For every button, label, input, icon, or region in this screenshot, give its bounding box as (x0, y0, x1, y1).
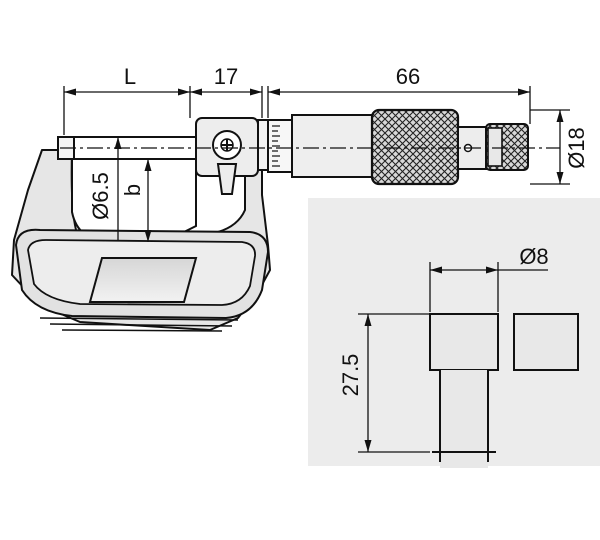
dim-label-dia18: Ø18 (564, 127, 589, 169)
tip-shaft-end (440, 462, 488, 468)
tip-block (429, 313, 499, 371)
knurled-grip (370, 108, 460, 186)
dim-label-17: 17 (214, 64, 238, 89)
throat-arrows (114, 137, 152, 242)
detail-inset: Ø8 27.5 (308, 198, 600, 468)
diameter-18-dimension (530, 109, 570, 185)
rib-2 (49, 323, 233, 327)
top-dimension-arrows (64, 88, 530, 96)
throat-dimensions (117, 137, 149, 242)
dim-label-dia6-5: Ø6.5 (88, 172, 113, 220)
thimble (291, 114, 373, 178)
lock-cross-icon (221, 139, 233, 151)
dim-label-27-5: 27.5 (338, 354, 363, 397)
ratchet-cap (487, 127, 503, 167)
rib-1 (39, 317, 239, 321)
dim-label-L: L (124, 64, 136, 89)
lock-lever (216, 163, 238, 195)
micrometer-body (11, 108, 560, 332)
opposing-anvil (513, 313, 579, 371)
sleeve-ticks (272, 125, 280, 167)
height-27-5-dimension (358, 313, 430, 453)
rib-3 (61, 329, 223, 332)
tip-shaft-edges (439, 370, 489, 462)
nameplate-panel (88, 257, 198, 303)
tip-shaft-fill (441, 370, 487, 462)
dim-label-66: 66 (396, 64, 420, 89)
dim-label-dia8: Ø8 (519, 244, 548, 269)
dim-label-b: b (120, 184, 145, 196)
